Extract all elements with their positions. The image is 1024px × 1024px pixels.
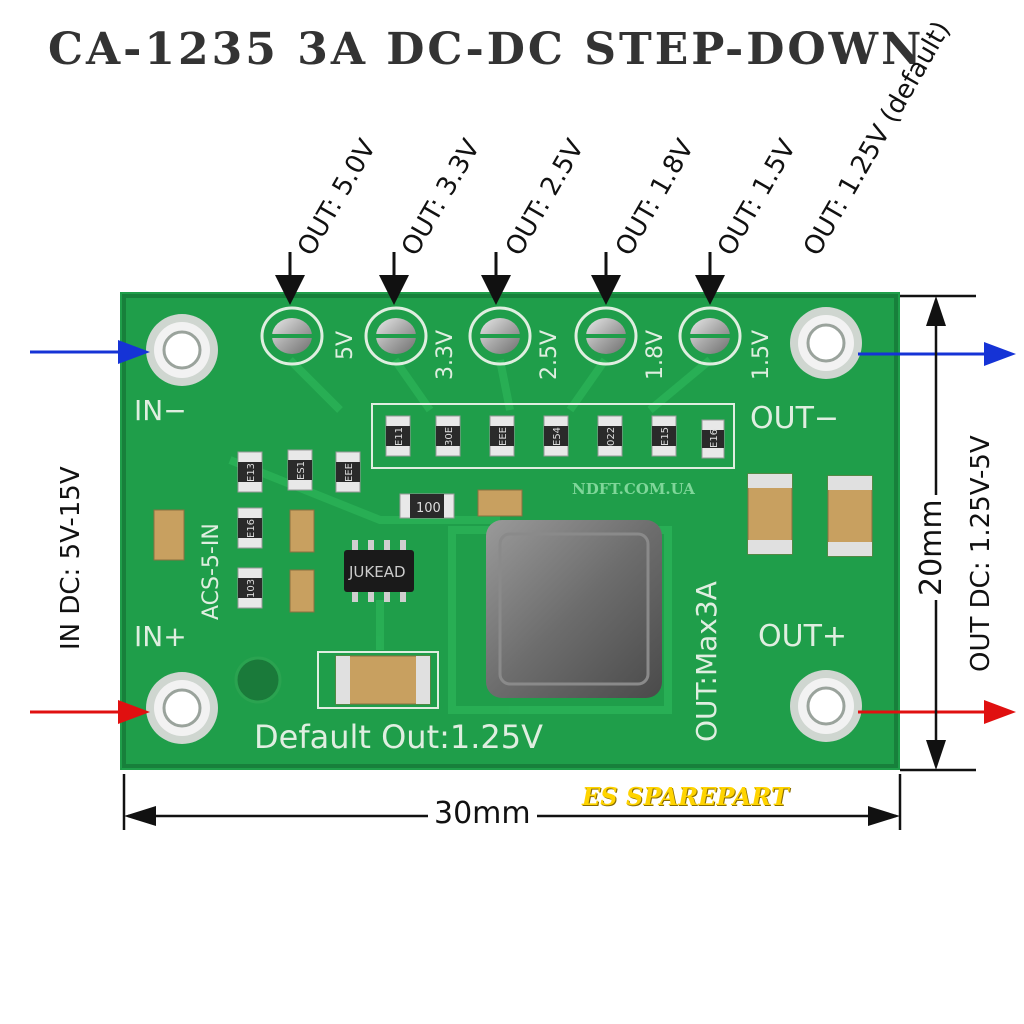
default-out-label: Default Out:1.25V — [254, 718, 543, 756]
small-capacitor — [477, 489, 523, 517]
mount-hole-in-minus — [146, 314, 218, 386]
in-minus-label: IN− — [134, 394, 187, 427]
resistor-100: 100 — [399, 493, 455, 519]
input-capacitor — [317, 651, 439, 709]
vertical-silk-text: ACS-5-IN — [199, 523, 224, 620]
resistor-code-4: E54 — [552, 427, 563, 446]
fiducial-mark — [234, 656, 282, 704]
watermark: NDFT.COM.UA — [572, 480, 695, 498]
resistor-code-2: 30E — [444, 427, 455, 446]
left-code-3: EEE — [344, 463, 355, 482]
arrow-in-minus — [30, 340, 150, 364]
pad-label-3v3: 3.3V — [433, 330, 458, 380]
resistor-row: E11 30E EEE E54 022 E15 E16 — [385, 415, 725, 459]
height-dimension-label: 20mm — [914, 495, 949, 600]
resistor-code-7: E16 — [709, 429, 720, 448]
chip-marking: JUKEAD — [348, 563, 406, 581]
arrow-out-plus — [858, 700, 1016, 724]
arrow-out-minus — [858, 342, 1016, 366]
in-plus-label: IN+ — [134, 620, 187, 653]
jumper-arrows — [275, 252, 725, 305]
resistor-100-marking: 100 — [416, 501, 441, 516]
left-components: E13 ES1 EEE E16 103 — [153, 449, 361, 613]
resistor-row-outline — [371, 403, 735, 469]
out-minus-label: OUT− — [750, 401, 839, 436]
mount-hole-in-plus — [146, 672, 218, 744]
ic-chip: JUKEAD — [344, 540, 414, 602]
jumper-pad-5v — [260, 306, 324, 366]
page-title: CA-1235 3A DC-DC STEP-DOWN — [48, 24, 925, 75]
resistor-code-1: E11 — [394, 427, 405, 446]
left-code-4: E16 — [246, 519, 257, 538]
jumper-pad-1v8 — [574, 306, 638, 366]
width-dimension-label: 30mm — [428, 796, 537, 831]
mount-hole-out-plus — [790, 670, 862, 742]
pcb-traces — [228, 356, 713, 714]
pad-label-5v: 5V — [333, 331, 358, 360]
jumper-pad-3v3 — [364, 306, 428, 366]
brand-watermark: ES SPAREPART — [582, 782, 789, 811]
jumper-pad-2v5 — [468, 306, 532, 366]
pad-label-2v5: 2.5V — [537, 330, 562, 380]
arrow-in-plus — [30, 700, 150, 724]
mount-hole-out-minus — [790, 307, 862, 379]
resistor-code-3: EEE — [498, 427, 509, 446]
pad-label-1v8: 1.8V — [643, 330, 668, 380]
left-code-1: E13 — [246, 463, 257, 482]
power-inductor — [486, 520, 662, 698]
resistor-code-5: 022 — [606, 427, 617, 446]
left-code-2: ES1 — [296, 461, 307, 480]
resistor-code-6: E15 — [660, 427, 671, 446]
out-plus-label: OUT+ — [758, 619, 847, 654]
output-capacitor-left — [747, 473, 793, 555]
jumper-pad-1v5 — [678, 306, 742, 366]
output-capacitor-right — [827, 475, 873, 557]
left-code-5: 103 — [246, 579, 257, 598]
pad-label-1v5: 1.5V — [749, 330, 774, 380]
max-current-label: OUT:Max3A — [690, 581, 723, 742]
